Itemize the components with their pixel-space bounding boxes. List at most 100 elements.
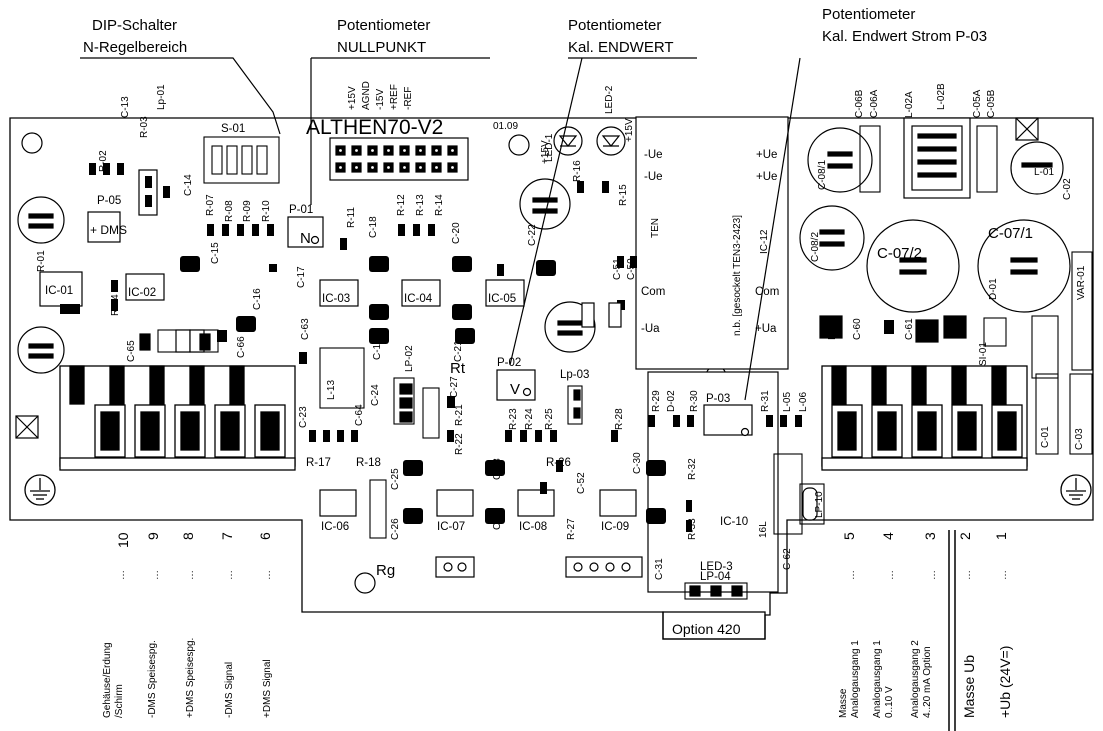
label-c06b: C-06B <box>854 89 865 118</box>
label-hdr4: +REF <box>389 84 400 110</box>
label-r15: R-15 <box>618 184 629 206</box>
label-d51: D-51 <box>950 316 961 338</box>
label-com1: Com <box>641 286 665 298</box>
terminal-desc: +Ub (24V=) <box>997 646 1013 718</box>
terminal-number: 4 <box>880 532 896 540</box>
svg-text:…: … <box>185 570 196 580</box>
terminal-desc: Analogausgang 2 <box>910 640 921 718</box>
label-l02b: L-02B <box>936 83 947 110</box>
svg-text:…: … <box>927 570 938 580</box>
label-ua2: +Ua <box>755 323 777 335</box>
label-r14: R-14 <box>434 194 445 216</box>
designators: S-01 P-05 + DMS P-01 N IC-01 IC-02 IC-03… <box>45 123 1033 583</box>
label-n: N <box>300 230 311 247</box>
annotation-pot2-subtitle: Kal. ENDWERT <box>568 39 674 56</box>
label-c30: C-30 <box>632 452 643 474</box>
label-c27: C-27 <box>449 376 460 398</box>
label-c21: C-21 <box>453 340 464 362</box>
label-ic01: IC-01 <box>45 285 73 297</box>
svg-text:…: … <box>962 570 973 580</box>
label-r23: R-23 <box>508 408 519 430</box>
label-l05: L-05 <box>782 392 793 412</box>
svg-text:…: … <box>150 570 161 580</box>
label-l13: L-13 <box>326 380 337 400</box>
annotation-dip-title: DIP-Schalter <box>92 17 177 34</box>
label-r10: R-10 <box>261 200 272 222</box>
label-lp03: Lp-03 <box>560 369 589 381</box>
label-c25: C-25 <box>390 468 401 490</box>
label-r28: R-28 <box>614 408 625 430</box>
label-c24: C-24 <box>370 384 381 406</box>
terminal-desc-left: Gehäuse/Erdung /Schirm -DMS Speisespg. +… <box>102 638 273 718</box>
label-lp01: Lp-01 <box>156 84 167 110</box>
label-l06: L-06 <box>798 392 809 412</box>
rg-label: Rg <box>376 562 395 579</box>
electrolytic-capacitors <box>17 127 1071 374</box>
annotation-leader-lines <box>80 57 801 401</box>
label-r12: R-12 <box>396 194 407 216</box>
label-c20: C-20 <box>451 222 462 244</box>
cross-box-icon <box>15 117 1039 439</box>
label-hdr5: -REF <box>403 87 414 110</box>
label-c51: C-51 <box>612 258 623 280</box>
svg-text:…: … <box>885 570 896 580</box>
terminal-labels-left: 10 9 8 7 6 <box>115 532 273 548</box>
label-c06a: C-06A <box>869 89 880 118</box>
label-ic08: IC-08 <box>519 521 547 533</box>
label-c64: C-64 <box>354 404 365 426</box>
label-r26: R-26 <box>546 457 571 469</box>
smd-components <box>89 163 894 532</box>
label-r33: R-33 <box>687 518 698 540</box>
label-d50: D-50 <box>827 318 838 340</box>
terminal-desc: 4..20 mA Option <box>922 646 933 718</box>
label-r18: R-18 <box>356 457 381 469</box>
label-r22: R-22 <box>454 433 465 455</box>
label-ic12: IC-12 <box>759 229 770 254</box>
label-c29: C-29 <box>492 508 503 530</box>
label-ue3: +Ue <box>756 149 777 161</box>
label-dms: + DMS <box>90 223 127 237</box>
svg-text:…: … <box>846 570 857 580</box>
terminal-desc: 0..10 V <box>884 686 895 718</box>
board-outline <box>9 117 1094 640</box>
label-ic06: IC-06 <box>321 521 349 533</box>
option-label: Option 420 <box>672 621 741 637</box>
label-led2: LED-2 <box>604 85 615 114</box>
connectors-small <box>139 302 967 597</box>
label-l02a: L-02A <box>904 91 915 118</box>
label-c15: C-15 <box>210 242 221 264</box>
label-p03: P-03 <box>706 393 730 405</box>
label-r11: R-11 <box>346 207 357 228</box>
label-ic02: IC-02 <box>128 287 156 299</box>
label-ic07: IC-07 <box>437 521 465 533</box>
label-c26: C-26 <box>390 518 401 540</box>
label-d02: D-02 <box>666 390 677 412</box>
label-ten-note: n.b. [gesockelt TEN3-2423] <box>732 215 743 336</box>
label-s01: S-01 <box>221 123 245 135</box>
label-c03: C-03 <box>1074 428 1085 450</box>
label-c66: C-66 <box>236 336 247 358</box>
annotation-pot1-subtitle: NULLPUNKT <box>337 39 426 56</box>
label-d01: D-01 <box>988 278 999 300</box>
label-p05: P-05 <box>97 195 121 207</box>
label-ue1: -Ue <box>644 149 663 161</box>
terminal-dots-right: … … … … … <box>846 570 1009 580</box>
annotation-pot2-title: Potentiometer <box>568 17 661 34</box>
board-title: ALTHEN70-V2 <box>306 116 443 139</box>
annotations: DIP-Schalter N-Regelbereich Potentiomete… <box>83 6 987 56</box>
label-r08: R-08 <box>224 200 235 222</box>
label-ic05: IC-05 <box>488 293 516 305</box>
label-led1: LED-1 <box>544 133 555 162</box>
label-led3: LED-3 <box>700 561 733 573</box>
potentiometers <box>87 211 753 437</box>
label-ua1: -Ua <box>641 323 660 335</box>
label-lp04: LP-04 <box>700 571 731 583</box>
dip-switch <box>203 136 280 184</box>
annotation-pot1-title: Potentiometer <box>337 17 430 34</box>
svg-text:…: … <box>224 570 235 580</box>
label-c01: C-01 <box>1040 426 1051 448</box>
label-r21: R-21 <box>454 404 465 426</box>
board-labels: ALTHEN70-V2 01.09 Option 420 Rg Rt <box>306 116 741 637</box>
label-c18: C-18 <box>368 216 379 238</box>
